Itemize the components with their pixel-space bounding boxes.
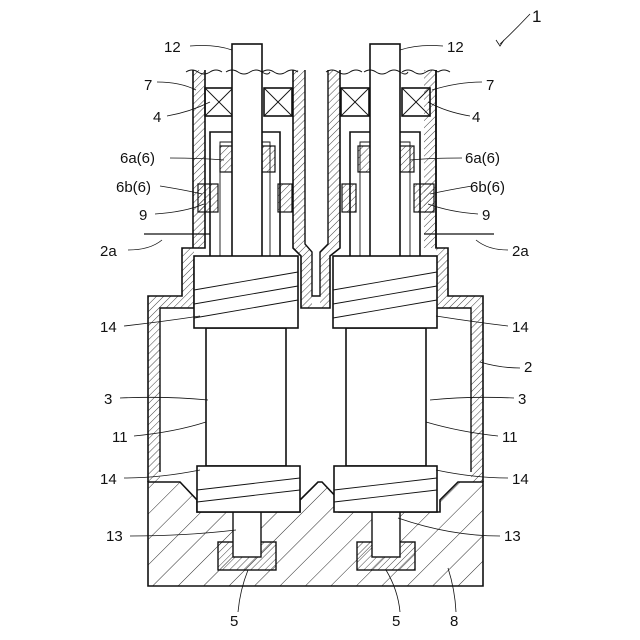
- label-housing-stub-right: 2a: [512, 243, 529, 260]
- label-shaft-right: 12: [447, 39, 464, 56]
- label-housing-stub-left: 2a: [100, 243, 117, 260]
- label-seal-b-left: 6b(6): [116, 179, 151, 196]
- label-seal-b-right: 6b(6): [470, 179, 505, 196]
- label-bearing-left: 4: [153, 109, 161, 126]
- label-ring-left: 9: [139, 207, 147, 224]
- seal-b-right-1: [342, 184, 356, 212]
- label-screw-upper-left: 14: [100, 319, 117, 336]
- shaft-left: [232, 44, 262, 260]
- label-bottom-bearing-right: 5: [392, 613, 400, 630]
- label-shaft-left: 12: [164, 39, 181, 56]
- label-housing: 2: [524, 359, 532, 376]
- label-bearing-right: 4: [472, 109, 480, 126]
- label-rotor-body-right: 11: [502, 429, 518, 446]
- screw-upper-left: [194, 256, 298, 328]
- label-rotor-body-left: 11: [112, 429, 128, 446]
- label-rotor-left: 3: [104, 391, 112, 408]
- label-seal-a-right: 6a(6): [465, 150, 500, 167]
- shaft-right: [370, 44, 400, 260]
- seal-b-right-2: [414, 184, 434, 212]
- screw-lower-left: [197, 466, 300, 512]
- label-rotor-right: 3: [518, 391, 526, 408]
- label-casing-right: 7: [486, 77, 494, 94]
- rotor-body-right: [346, 328, 426, 466]
- label-screw-lower-left: 14: [100, 471, 117, 488]
- seal-a-left-2: [261, 146, 275, 172]
- label-base: 8: [450, 613, 458, 630]
- label-lower-shaft-right: 13: [504, 528, 521, 545]
- screw-lower-right: [334, 466, 437, 512]
- label-screw-lower-right: 14: [512, 471, 529, 488]
- seal-a-right-2: [400, 146, 414, 172]
- screw-upper-right: [333, 256, 437, 328]
- lower-shaft-right: [372, 512, 400, 557]
- lower-shaft-left: [233, 512, 261, 557]
- seal-b-left-1: [198, 184, 218, 212]
- label-fig: 1: [532, 7, 541, 26]
- label-casing-left: 7: [144, 77, 152, 94]
- label-ring-right: 9: [482, 207, 490, 224]
- label-lower-shaft-left: 13: [106, 528, 123, 545]
- seal-b-left-2: [278, 184, 292, 212]
- rotor-body-left: [206, 328, 286, 466]
- label-screw-upper-right: 14: [512, 319, 529, 336]
- label-seal-a-left: 6a(6): [120, 150, 155, 167]
- label-bottom-bearing-left: 5: [230, 613, 238, 630]
